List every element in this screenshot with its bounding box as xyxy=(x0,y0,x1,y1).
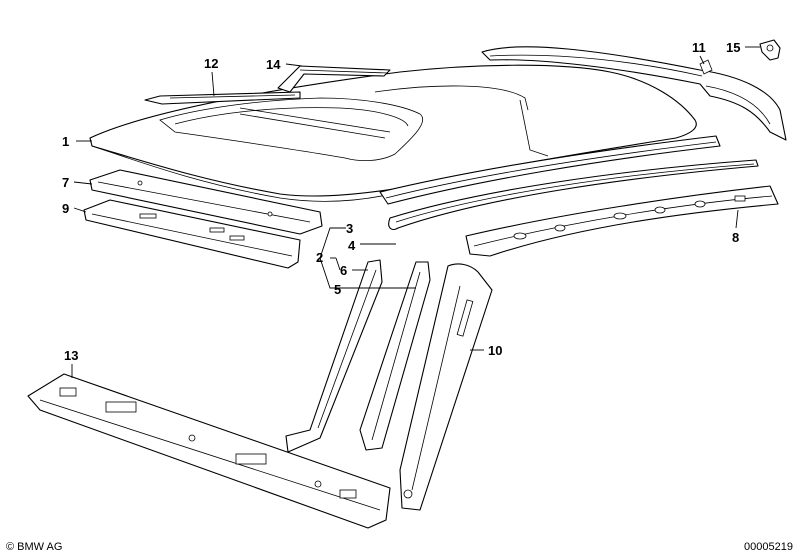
part-side-sill[interactable] xyxy=(27,373,391,529)
copyright-text: © BMW AG xyxy=(6,541,63,553)
part-roof-frame-inner[interactable] xyxy=(465,185,779,257)
leader-12 xyxy=(211,71,215,97)
callout-2: 2 xyxy=(316,250,323,265)
part-a-pillar-outer[interactable] xyxy=(399,263,493,511)
callouts: 1 2 3 4 5 6 7 8 9 10 11 12 13 14 15 xyxy=(62,40,740,363)
callout-4: 4 xyxy=(348,238,356,253)
part-front-roof-bow[interactable] xyxy=(89,169,323,235)
part-clip[interactable] xyxy=(759,39,781,61)
callout-3: 3 xyxy=(346,221,353,236)
callout-13: 13 xyxy=(64,348,78,363)
leader-8 xyxy=(735,209,739,229)
leader-lines xyxy=(71,46,760,378)
callout-5: 5 xyxy=(334,282,341,297)
part-a-pillar-trim[interactable] xyxy=(285,259,383,453)
callout-14: 14 xyxy=(266,57,281,72)
part-roof-rail-outer[interactable] xyxy=(379,135,721,205)
callout-10: 10 xyxy=(488,343,502,358)
callout-12: 12 xyxy=(204,56,218,71)
callout-1: 1 xyxy=(62,134,69,149)
callout-7: 7 xyxy=(62,175,69,190)
leader-14 xyxy=(285,63,303,67)
callout-6: 6 xyxy=(340,263,347,278)
part-roof-rail-inner[interactable] xyxy=(388,159,759,231)
part-a-pillar-inner[interactable] xyxy=(359,261,431,451)
callout-11: 11 xyxy=(692,40,706,55)
leader-2-bracket xyxy=(319,227,346,289)
callout-9: 9 xyxy=(62,201,69,216)
leader-9 xyxy=(73,207,87,213)
leader-7 xyxy=(73,181,93,185)
part-windscreen-frame[interactable] xyxy=(83,199,301,269)
leader-6-link xyxy=(335,257,341,271)
part-roof-frame-rear[interactable] xyxy=(481,46,787,141)
diagram-number: 00005219 xyxy=(744,541,793,553)
callout-8: 8 xyxy=(732,230,739,245)
callout-15: 15 xyxy=(726,40,740,55)
part-sunroof-rail[interactable] xyxy=(144,91,301,105)
leader-11 xyxy=(699,55,705,65)
